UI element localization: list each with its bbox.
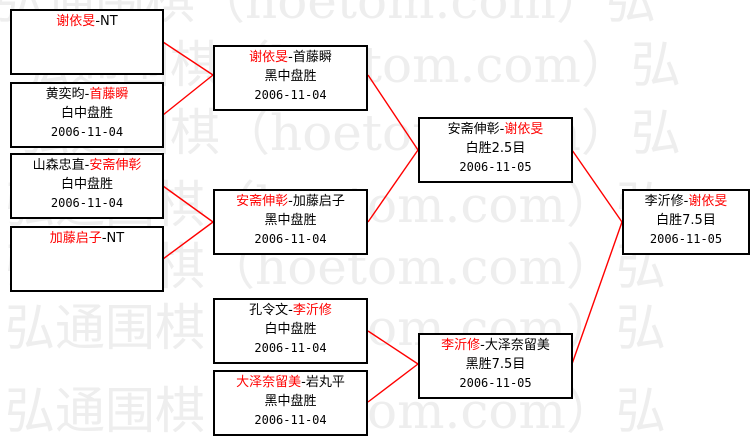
player-2: 加藤启子	[292, 194, 345, 209]
separator: -	[101, 231, 107, 246]
separator: -	[288, 303, 293, 318]
match-date: 2006-11-04	[254, 88, 327, 102]
match-box: 谢依旻-NT	[10, 9, 164, 75]
player-1: 山森忠直	[32, 158, 85, 173]
separator: -	[288, 50, 293, 65]
match-players: 加藤启子-NT	[12, 229, 162, 248]
player-1: 孔令文	[249, 303, 289, 318]
match-result: 白中盘胜	[264, 322, 317, 337]
connector-line	[367, 363, 419, 403]
player-1: 谢依旻	[249, 50, 289, 65]
player-2: NT	[100, 14, 118, 29]
match-result: 白胜2.5目	[465, 141, 526, 156]
connector-line	[367, 330, 419, 365]
player-1: 李沂修	[441, 338, 481, 353]
player-2: 大泽奈留美	[484, 338, 550, 353]
player-1: 谢依旻	[56, 14, 96, 29]
player-2: 首藤瞬	[89, 87, 129, 102]
player-2: 谢依旻	[504, 122, 544, 137]
separator: -	[683, 194, 689, 209]
match-result: 黑中盘胜	[264, 394, 317, 409]
match-players: 安斋伸彰-谢依旻	[420, 120, 571, 139]
match-box: 山森忠直-安斋伸彰 白中盘胜 2006-11-04	[10, 153, 164, 219]
player-1: 安斋伸彰	[236, 194, 289, 209]
match-box: 黄奕昀-首藤瞬 白中盘胜 2006-11-04	[10, 82, 164, 148]
player-2: NT	[106, 231, 125, 246]
match-date: 2006-11-04	[254, 341, 327, 355]
connector-line	[571, 221, 623, 365]
player-2: 谢依旻	[688, 194, 728, 209]
match-result: 白中盘胜	[60, 177, 113, 192]
player-2: 安斋伸彰	[89, 158, 142, 173]
match-box: 李沂修-谢依旻 白胜7.5目 2006-11-05	[622, 189, 750, 255]
player-1: 李沂修	[644, 194, 684, 209]
match-box: 谢依旻-首藤瞬 黑中盘胜 2006-11-04	[213, 45, 368, 111]
match-result: 白胜7.5目	[656, 213, 716, 228]
match-result: 黑胜7.5目	[465, 357, 526, 372]
match-box: 孔令文-李沂修 白中盘胜 2006-11-04	[213, 298, 368, 364]
match-date: 2006-11-04	[50, 196, 124, 210]
connector-line	[162, 41, 214, 76]
separator: -	[288, 194, 293, 209]
match-players: 谢依旻-首藤瞬	[215, 48, 366, 67]
connector-line	[367, 74, 419, 151]
player-2: 岩丸平	[305, 375, 345, 390]
separator: -	[480, 338, 485, 353]
match-players: 孔令文-李沂修	[215, 301, 366, 320]
match-players: 山森忠直-安斋伸彰	[12, 156, 162, 175]
connector-line	[162, 221, 214, 260]
match-result: 黑中盘胜	[264, 69, 317, 84]
match-date: 2006-11-05	[649, 232, 723, 246]
separator: -	[84, 87, 90, 102]
match-box: 大泽奈留美-岩丸平 黑中盘胜 2006-11-04	[213, 370, 368, 436]
separator: -	[499, 122, 505, 137]
match-players: 安斋伸彰-加藤启子	[215, 192, 366, 211]
match-result: 黑中盘胜	[264, 213, 317, 228]
match-date: 2006-11-04	[254, 413, 327, 427]
connector-line	[162, 74, 214, 116]
player-2: 李沂修	[292, 303, 332, 318]
match-date: 2006-11-04	[254, 232, 327, 246]
player-1: 大泽奈留美	[236, 375, 302, 390]
player-1: 加藤启子	[49, 231, 102, 246]
separator: -	[301, 375, 306, 390]
player-1: 安斋伸彰	[447, 122, 500, 137]
match-box: 李沂修-大泽奈留美 黑胜7.5目 2006-11-05	[418, 333, 573, 399]
match-date: 2006-11-05	[459, 376, 532, 390]
separator: -	[84, 158, 90, 173]
match-players: 大泽奈留美-岩丸平	[215, 373, 366, 392]
match-players: 黄奕昀-首藤瞬	[12, 85, 162, 104]
match-date: 2006-11-05	[459, 160, 532, 174]
match-result: 白中盘胜	[60, 106, 113, 121]
match-players: 李沂修-大泽奈留美	[420, 336, 571, 355]
match-box: 安斋伸彰-谢依旻 白胜2.5目 2006-11-05	[418, 117, 573, 183]
separator: -	[95, 14, 101, 29]
connector-line	[162, 185, 214, 223]
match-date: 2006-11-04	[50, 125, 124, 139]
match-players: 谢依旻-NT	[12, 12, 162, 31]
player-1: 黄奕昀	[45, 87, 85, 102]
match-box: 加藤启子-NT	[10, 226, 164, 292]
connector-line	[367, 149, 419, 223]
match-players: 李沂修-谢依旻	[624, 192, 748, 211]
connector-line	[571, 149, 623, 223]
player-2: 首藤瞬	[292, 50, 332, 65]
match-box: 安斋伸彰-加藤启子 黑中盘胜 2006-11-04	[213, 189, 368, 255]
